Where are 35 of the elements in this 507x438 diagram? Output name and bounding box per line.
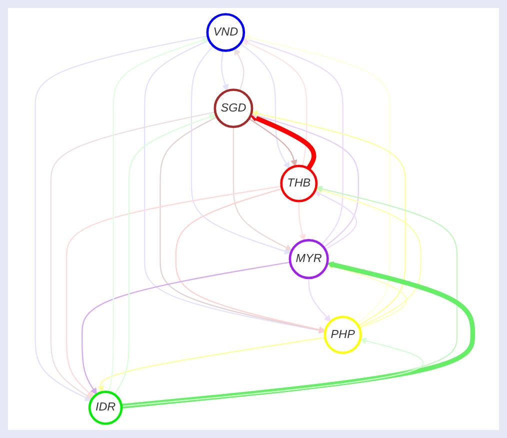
arrow [159,116,326,334]
arrow [248,118,297,167]
arrow [120,261,475,409]
arrow [108,37,208,392]
arrow [65,186,282,398]
arrow [232,126,292,251]
node-circle: THB [280,164,318,202]
node-circle: PHP [323,316,362,354]
arrow [113,114,216,395]
node-circle: MYR [288,238,328,280]
arrow [190,46,291,254]
arrow [234,48,244,91]
arrow [298,201,306,242]
arrow [241,40,307,166]
arrow [174,188,326,333]
node-circle: VND [206,13,245,52]
node-circle: IDR [88,390,122,425]
arrow [120,338,423,407]
arrow [314,190,357,250]
arrow [250,114,316,170]
arrow [81,262,290,395]
node-circle: SGD [213,88,253,128]
arrow [250,110,406,326]
arrow [50,112,215,400]
arrow [308,278,331,322]
arrow [242,34,390,324]
arrow [34,35,208,401]
arrow [250,112,359,248]
arrow [314,187,422,328]
arrow [96,337,325,393]
arrow [239,43,290,169]
arrow [220,50,228,92]
arrow [144,40,326,334]
arrow [326,262,407,329]
arrow [242,36,343,246]
